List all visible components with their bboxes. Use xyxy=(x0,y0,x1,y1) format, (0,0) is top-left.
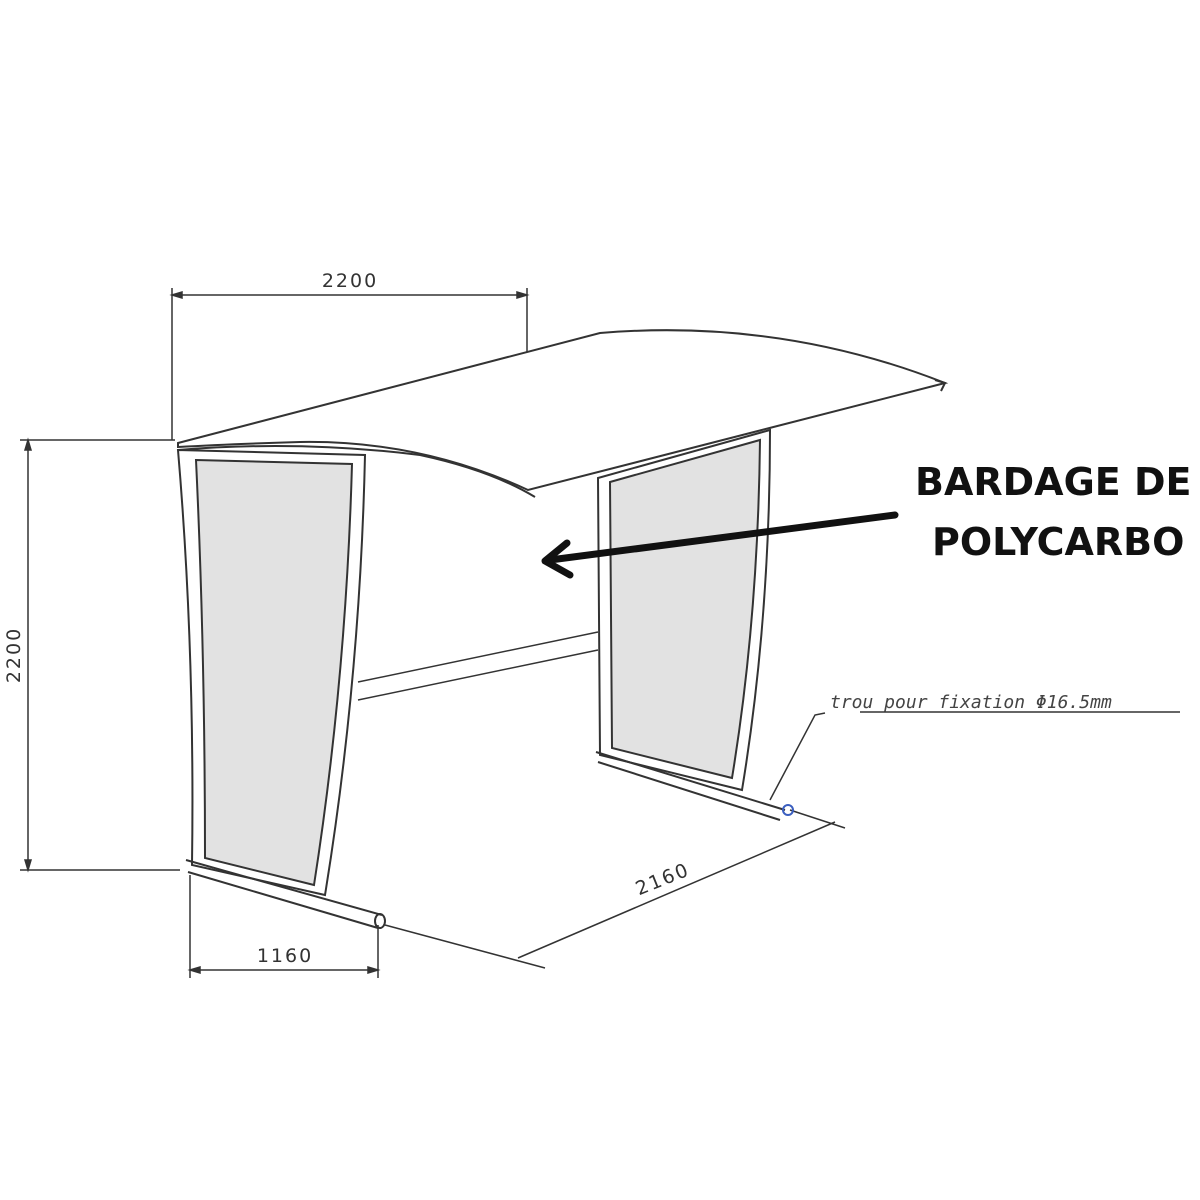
right-leg xyxy=(595,428,786,821)
label-base-width: 1160 xyxy=(257,945,313,967)
left-leg xyxy=(176,448,386,929)
callout-arrow xyxy=(541,511,899,579)
label-height: 2200 xyxy=(3,627,25,683)
label-depth: 2160 xyxy=(633,859,693,901)
fixation-note: trou pour fixation Φ16.5mm xyxy=(830,692,1112,713)
dimension-depth xyxy=(384,809,846,969)
crossbar xyxy=(357,631,599,701)
hole-marker xyxy=(782,804,794,816)
hole-leader xyxy=(769,712,826,801)
label-roof-width: 2200 xyxy=(322,270,378,292)
callout-line-1: BARDAGE DE xyxy=(915,460,1191,504)
dimension-height xyxy=(20,437,180,873)
dimension-base-width xyxy=(187,875,381,978)
callout-line-2: POLYCARBO xyxy=(932,520,1184,564)
roof xyxy=(177,329,949,492)
